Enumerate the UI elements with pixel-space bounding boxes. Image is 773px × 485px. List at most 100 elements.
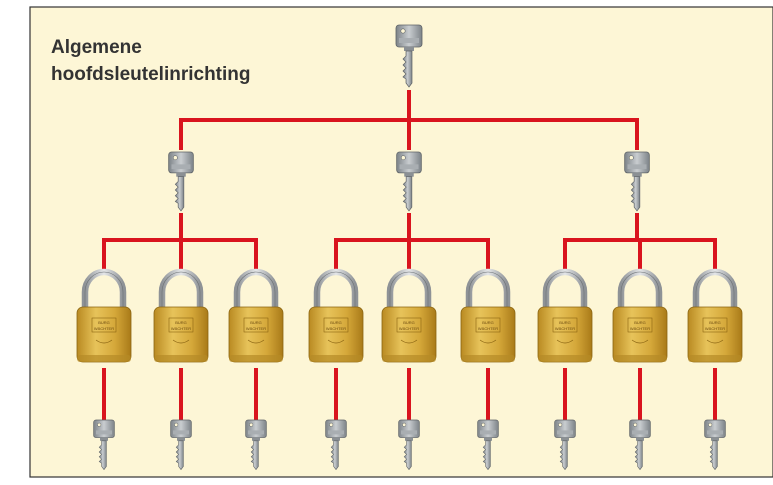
key-label-area (171, 164, 191, 170)
key-layer (93, 24, 726, 471)
individual-key-icon (325, 419, 347, 471)
key-bow (629, 419, 651, 438)
padlock-brand-line2: WÄCHTER (705, 326, 725, 331)
padlock-brand-plate (323, 317, 349, 333)
padlock-brand-line2: WÄCHTER (246, 326, 266, 331)
padlock-emblem (327, 339, 345, 344)
key-blade (402, 176, 413, 212)
key-hole (708, 422, 713, 427)
key-blade (630, 176, 641, 212)
padlock-shackle-edge (316, 271, 356, 310)
key-bow (396, 151, 422, 174)
key-label-area (173, 430, 189, 435)
padlock-brand-line1: BURG (330, 320, 342, 325)
key-shoulder (176, 172, 186, 177)
padlock-brand-line1: BURG (559, 320, 571, 325)
key-blade (403, 440, 412, 471)
padlock-shackle-edge (389, 271, 429, 310)
group-key-icon (168, 151, 194, 212)
padlock-brand-line2: WÄCHTER (630, 326, 650, 331)
padlock-brand-plate (702, 317, 728, 333)
padlock-body (153, 306, 209, 363)
key-bow (325, 419, 347, 438)
key-bow (398, 419, 420, 438)
connector-lines (102, 90, 717, 420)
padlock-brand-plate (91, 317, 117, 333)
key-label-area (248, 430, 264, 435)
padlock-base (538, 355, 592, 362)
key-label-area (627, 164, 647, 170)
padlock-brand-line2: WÄCHTER (94, 326, 114, 331)
padlock-brand-line1: BURG (403, 320, 415, 325)
individual-key-icon (554, 419, 576, 471)
padlock-brand-line2: WÄCHTER (171, 326, 191, 331)
padlock-body (460, 306, 516, 363)
title-line-2: hoofdsleutelinrichting (51, 64, 251, 85)
padlock-base (77, 355, 131, 362)
padlock-emblem (631, 339, 649, 344)
individual-key-icon (245, 419, 267, 471)
padlock-brand-line2: WÄCHTER (555, 326, 575, 331)
key-label-area (632, 430, 648, 435)
key-hole (628, 155, 634, 161)
key-blade (482, 440, 491, 471)
padlock-shackle-edge (545, 271, 585, 310)
padlock-body (228, 306, 284, 363)
key-blade (330, 440, 339, 471)
key-label-area (96, 430, 112, 435)
padlock-body (381, 306, 437, 363)
key-hole (249, 422, 254, 427)
padlock-body (687, 306, 743, 363)
title-line-1: Algemene (51, 37, 142, 58)
key-blade (250, 440, 259, 471)
key-hole (174, 422, 179, 427)
padlock-brand-line1: BURG (175, 320, 187, 325)
key-bow (624, 151, 650, 174)
key-shoulder (252, 437, 260, 441)
padlock-shackle-edge (620, 271, 660, 310)
key-bow (245, 419, 267, 438)
padlock-brand-line1: BURG (250, 320, 262, 325)
padlock-body (308, 306, 364, 363)
key-hole (633, 422, 638, 427)
padlock-brand-line1: BURG (482, 320, 494, 325)
key-hole (481, 422, 486, 427)
padlock-brand-line1: BURG (98, 320, 110, 325)
key-hole (400, 28, 406, 34)
key-blade (402, 50, 413, 88)
key-blade (175, 440, 184, 471)
key-label-area (399, 38, 419, 43)
key-shoulder (100, 437, 108, 441)
key-label-area (401, 430, 417, 435)
key-label-area (707, 430, 723, 435)
padlock-emblem (479, 339, 497, 344)
key-blade (634, 440, 643, 471)
padlock-brand-line1: BURG (709, 320, 721, 325)
padlock-brand-plate (168, 317, 194, 333)
group-key-icon (396, 151, 422, 212)
key-shoulder (484, 437, 492, 441)
key-hole (402, 422, 407, 427)
key-shoulder (711, 437, 719, 441)
padlock-body (76, 306, 132, 363)
padlock-shackle-edge (236, 271, 276, 310)
key-shoulder (404, 172, 414, 177)
key-bow (704, 419, 726, 438)
padlock-shackle-edge (468, 271, 508, 310)
key-shoulder (332, 437, 340, 441)
padlock-brand-plate (627, 317, 653, 333)
key-label-area (328, 430, 344, 435)
key-bow (554, 419, 576, 438)
key-hole (172, 155, 178, 161)
individual-key-icon (93, 419, 115, 471)
padlock-brand-line1: BURG (634, 320, 646, 325)
padlock-brand-line2: WÄCHTER (326, 326, 346, 331)
key-label-area (399, 164, 419, 170)
